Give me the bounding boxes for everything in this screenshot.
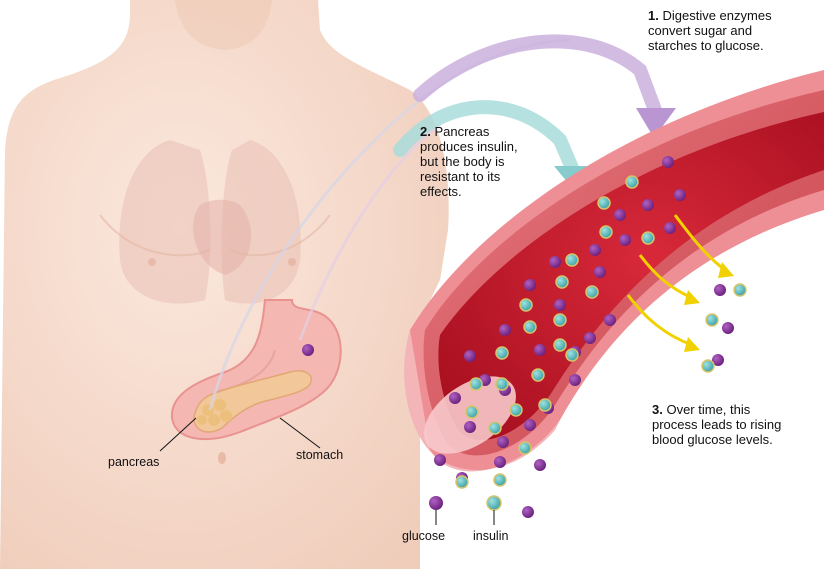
blood-vessel (404, 70, 824, 472)
step-3-number: 3. (652, 402, 663, 417)
insulin-molecule (597, 196, 611, 210)
step-3-line-3: blood glucose levels. (652, 432, 773, 447)
glucose-molecule (712, 354, 724, 366)
insulin-molecule (509, 403, 523, 417)
glucose-molecule (524, 419, 536, 431)
insulin-molecule (469, 377, 483, 391)
legend (429, 495, 502, 525)
step-3-note: 3. Over time, this process leads to risi… (652, 402, 781, 447)
insulin-molecule (599, 225, 613, 239)
step-2-line-4: resistant to its (420, 169, 501, 184)
insulin-molecule (518, 441, 532, 455)
glucose-molecule (534, 459, 546, 471)
stomach-label: stomach (296, 448, 344, 462)
insulin-label: insulin (473, 529, 509, 543)
glucose-molecule (664, 222, 676, 234)
glucose-label: glucose (402, 529, 446, 543)
legend-glucose-marker (429, 496, 443, 510)
insulin-molecule (705, 313, 719, 327)
step-1-note: 1. Digestive enzymes convert sugar and s… (648, 8, 772, 53)
glucose-molecule (714, 284, 726, 296)
molecule-particles (302, 156, 747, 518)
pancreas-label: pancreas (108, 455, 160, 469)
insulin-molecule (585, 285, 599, 299)
insulin-molecule (565, 253, 579, 267)
step-2-note: 2. Pancreas produces insulin, but the bo… (420, 124, 518, 199)
glucose-molecule (522, 506, 534, 518)
insulin-molecule (555, 275, 569, 289)
glucose-molecule (464, 421, 476, 433)
step-1-line-3: starches to glucose. (648, 38, 764, 53)
insulin-molecule (465, 405, 479, 419)
left-lung (119, 140, 211, 304)
insulin-molecule (495, 346, 509, 360)
glucose-molecule (662, 156, 674, 168)
glucose-molecule (494, 456, 506, 468)
legend-insulin-marker (486, 495, 502, 511)
step-1-number: 1. (648, 8, 659, 23)
torso (0, 0, 449, 569)
insulin-molecule (519, 298, 533, 312)
insulin-molecule (538, 398, 552, 412)
insulin-molecule (495, 377, 509, 391)
glucose-molecule (619, 234, 631, 246)
glucose-molecule (524, 279, 536, 291)
glucose-molecule (674, 189, 686, 201)
step-2-line-2: produces insulin, (420, 139, 518, 154)
stomach-leader (279, 417, 321, 449)
glucose-molecule (554, 299, 566, 311)
glucose-molecule (584, 332, 596, 344)
glucose-escape-arrows (626, 214, 734, 352)
step-2-line-3: but the body is (420, 154, 505, 169)
step-1-line-1: Digestive enzymes (662, 8, 772, 23)
insulin-molecule (641, 231, 655, 245)
insulin-molecule (488, 421, 502, 435)
insulin-molecule (493, 473, 507, 487)
arrow-digestive (413, 34, 676, 138)
glucose-molecule (594, 266, 606, 278)
glucose-molecule (589, 244, 601, 256)
insulin-molecule (455, 475, 469, 489)
arrow-digestive-head (636, 108, 676, 138)
pancreas-leader (159, 417, 197, 452)
glucose-molecule (499, 324, 511, 336)
step-2-line-5: effects. (420, 184, 462, 199)
blood-lumen (438, 112, 824, 440)
glucose-molecule (604, 314, 616, 326)
insulin-molecule (523, 320, 537, 334)
step-3-line-1: Over time, this (666, 402, 751, 417)
glucose-molecule (569, 374, 581, 386)
insulin-molecule (625, 175, 639, 189)
glucose-molecule (464, 350, 476, 362)
stomach-connector (298, 123, 441, 341)
glucose-molecule (434, 454, 446, 466)
glucose-molecule (534, 344, 546, 356)
glucose-molecule (302, 344, 314, 356)
glucose-molecule (722, 322, 734, 334)
glucose-molecule (449, 392, 461, 404)
insulin-molecule (553, 338, 567, 352)
heart (193, 199, 252, 275)
step-3-line-2: process leads to rising (652, 417, 782, 432)
insulin-molecule (565, 348, 579, 362)
step-2-line-1: Pancreas (434, 124, 490, 139)
step-2-number: 2. (420, 124, 431, 139)
glucose-molecule (642, 199, 654, 211)
glucose-molecule (497, 436, 509, 448)
step-1-line-2: convert sugar and (648, 23, 753, 38)
insulin-molecule (733, 283, 747, 297)
insulin-molecule (553, 313, 567, 327)
insulin-molecule (701, 359, 715, 373)
glucose-molecule (614, 209, 626, 221)
insulin-molecule (531, 368, 545, 382)
glucose-molecule (549, 256, 561, 268)
